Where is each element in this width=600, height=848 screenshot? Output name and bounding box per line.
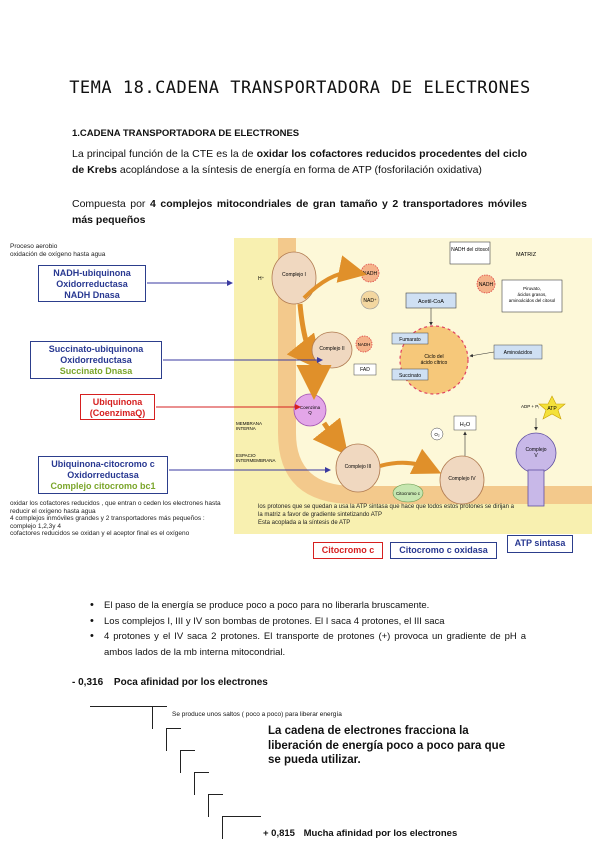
bullet-item: El paso de la energía se produce poco a … <box>90 598 526 614</box>
energy-statement: La cadena de electrones fracciona la lib… <box>268 724 518 768</box>
energy-bottom: + 0,815 Mucha afinidad por los electrone… <box>263 828 457 839</box>
staircase-step <box>194 772 209 795</box>
energy-top: - 0,316 Poca afinidad por los electrones <box>72 677 268 688</box>
energy-bottom-value: + 0,815 <box>263 828 295 839</box>
staircase-step <box>180 750 195 773</box>
staircase-step <box>152 706 167 729</box>
energy-bottom-label: Mucha afinidad por los electrones <box>304 828 458 839</box>
energy-top-label: Poca afinidad por los electrones <box>114 677 268 688</box>
bullet-list: El paso de la energía se produce poco a … <box>90 598 526 660</box>
staircase-step <box>208 794 223 817</box>
connector-arrows <box>0 0 600 600</box>
staircase-step <box>222 816 261 839</box>
staircase-top <box>90 706 152 707</box>
bullet-item: Los complejos I, III y IV son bombas de … <box>90 614 526 630</box>
jumps-note: Se produce unos saltos ( poco a poco) pa… <box>172 711 342 718</box>
staircase-step <box>166 728 181 751</box>
energy-top-value: - 0,316 <box>72 677 103 688</box>
bullet-item: 4 protones y el IV saca 2 protones. El t… <box>90 629 526 660</box>
